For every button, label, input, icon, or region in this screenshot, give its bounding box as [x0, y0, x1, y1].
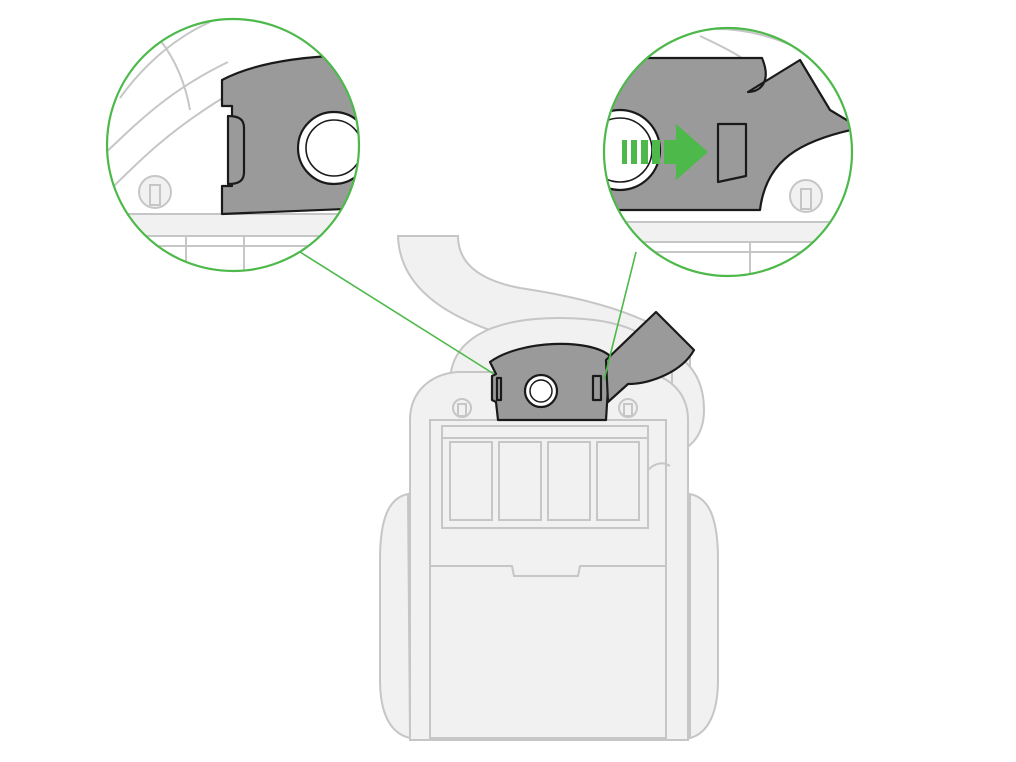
zoom-callout-right: [602, 26, 854, 278]
vacuum-body: [379, 235, 719, 741]
leader-line-left: [299, 251, 495, 375]
filter-slot: [498, 441, 542, 521]
leader-line-right: [603, 251, 637, 381]
clip-left: [452, 398, 472, 418]
clip-right: [618, 398, 638, 418]
arrow-right-icon: [622, 124, 708, 180]
filter-slot: [547, 441, 591, 521]
zoom-callout-left: [105, 17, 361, 273]
filter-slot: [596, 441, 640, 521]
bin: [429, 565, 667, 739]
release-lever: [604, 310, 696, 404]
left-wheel: [379, 492, 412, 740]
filter-cover-latch: [488, 342, 612, 422]
filter-slot: [449, 441, 493, 521]
right-wheel: [689, 492, 719, 740]
